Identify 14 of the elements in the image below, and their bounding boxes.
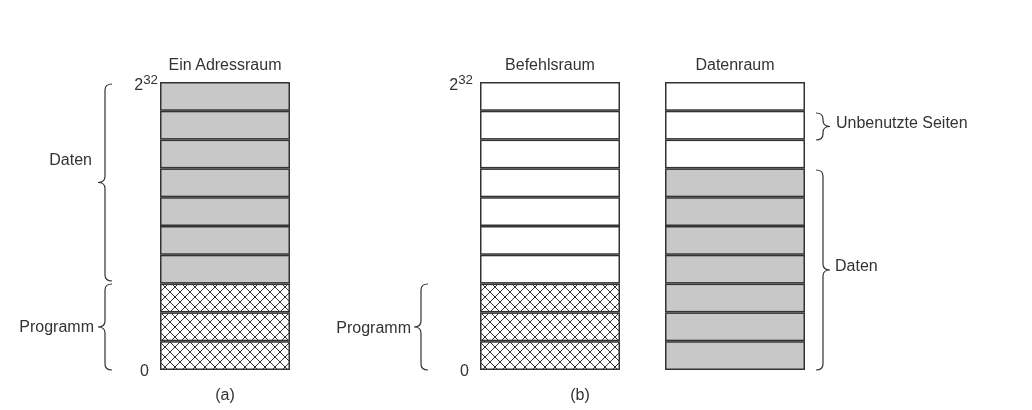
axis-value: 0: [460, 361, 469, 380]
brace-label: Unbenutzte Seiten: [836, 113, 968, 132]
column-heading: Ein Adressraum: [167, 55, 283, 74]
column-heading: Befehlsraum: [504, 55, 596, 74]
axis-value: 2$^{32}$: [449, 71, 473, 95]
brace-label: Programm: [336, 318, 411, 337]
brace-label: Daten: [49, 150, 92, 169]
column-heading: Datenraum: [694, 55, 776, 74]
panel-label: (a): [214, 385, 236, 404]
brace-label: Programm: [19, 317, 94, 336]
axis-value: 0: [140, 361, 149, 380]
axis-value: 2$^{32}$: [134, 71, 158, 95]
panel-label: (b): [569, 385, 591, 404]
brace-label: Daten: [835, 256, 878, 275]
